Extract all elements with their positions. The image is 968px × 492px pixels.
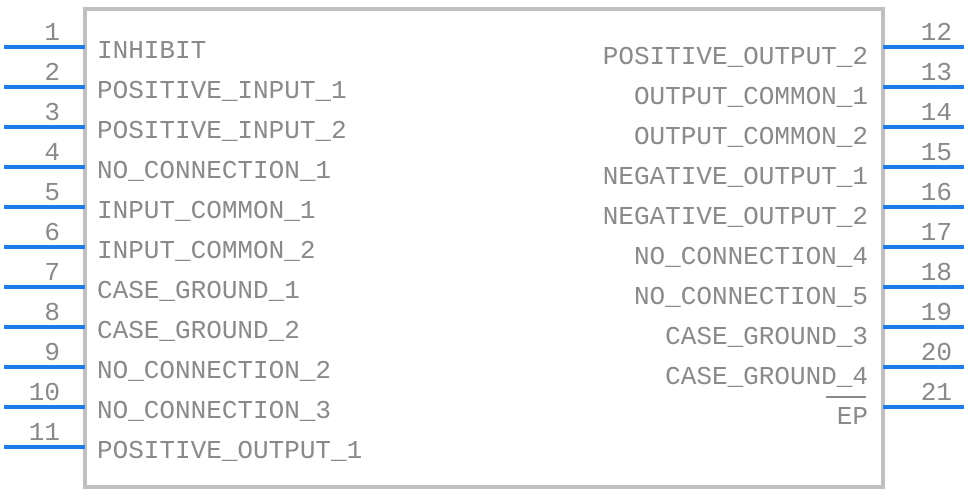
pin-label-4: NO_CONNECTION_1 — [97, 156, 331, 186]
pin-number-3: 3 — [44, 98, 60, 128]
pin-number-20: 20 — [921, 338, 952, 368]
pin-label-9: NO_CONNECTION_2 — [97, 356, 331, 386]
pin-label-1: INHIBIT — [97, 36, 206, 66]
pin-number-19: 19 — [921, 298, 952, 328]
pin-label-20: CASE_GROUND_4 — [665, 362, 868, 392]
pin-number-6: 6 — [44, 218, 60, 248]
pin-number-16: 16 — [921, 178, 952, 208]
pin-label-14: OUTPUT_COMMON_2 — [634, 122, 868, 152]
pin-label-18: NO_CONNECTION_5 — [634, 282, 868, 312]
pin-label-8: CASE_GROUND_2 — [97, 316, 300, 346]
pin-label-11: POSITIVE_OUTPUT_1 — [97, 436, 362, 466]
pin-label-3: POSITIVE_INPUT_2 — [97, 116, 347, 146]
pin-label-19: CASE_GROUND_3 — [665, 322, 868, 352]
pin-number-2: 2 — [44, 58, 60, 88]
pin-number-9: 9 — [44, 338, 60, 368]
pin-label-13: OUTPUT_COMMON_1 — [634, 82, 868, 112]
pin-label-7: CASE_GROUND_1 — [97, 276, 300, 306]
pin-number-18: 18 — [921, 258, 952, 288]
pin-label-15: NEGATIVE_OUTPUT_1 — [603, 162, 868, 192]
pin-number-11: 11 — [29, 418, 60, 448]
pin-number-14: 14 — [921, 98, 952, 128]
pin-label-6: INPUT_COMMON_2 — [97, 236, 315, 266]
pin-label-2: POSITIVE_INPUT_1 — [97, 76, 347, 106]
pin-number-5: 5 — [44, 178, 60, 208]
pin-label-12: POSITIVE_OUTPUT_2 — [603, 42, 868, 72]
pin-number-12: 12 — [921, 18, 952, 48]
pin-label-21: EP — [837, 402, 868, 432]
pin-number-4: 4 — [44, 138, 60, 168]
pin-label-5: INPUT_COMMON_1 — [97, 196, 315, 226]
pin-number-15: 15 — [921, 138, 952, 168]
pin-number-17: 17 — [921, 218, 952, 248]
pin-label-16: NEGATIVE_OUTPUT_2 — [603, 202, 868, 232]
pin-number-21: 21 — [921, 378, 952, 408]
pin-number-1: 1 — [44, 18, 60, 48]
pin-number-7: 7 — [44, 258, 60, 288]
pin-number-8: 8 — [44, 298, 60, 328]
pin-number-10: 10 — [29, 378, 60, 408]
pin-label-10: NO_CONNECTION_3 — [97, 396, 331, 426]
pin-label-17: NO_CONNECTION_4 — [634, 242, 868, 272]
pin-number-13: 13 — [921, 58, 952, 88]
